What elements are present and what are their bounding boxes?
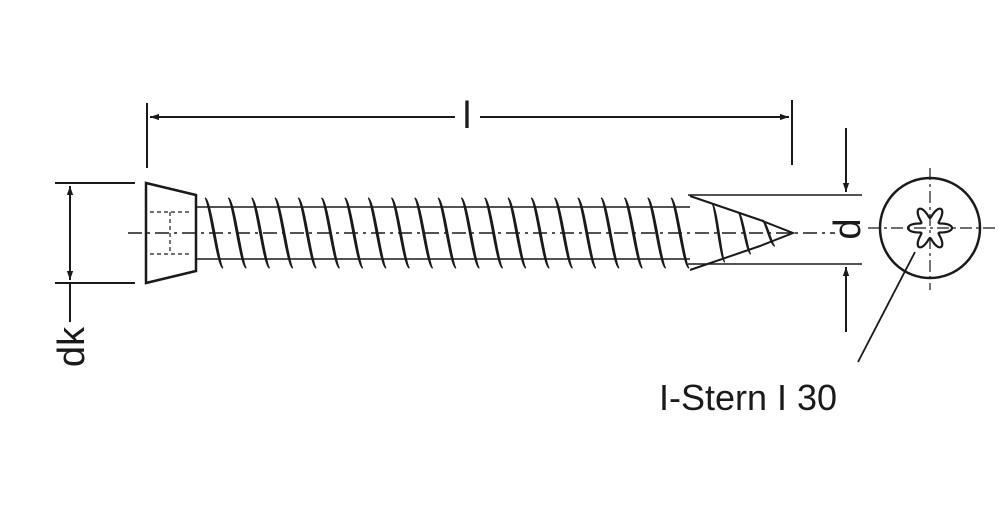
tip-thread-crests (711, 203, 776, 263)
thread-crest (390, 197, 410, 269)
thread-crest (320, 197, 341, 269)
head-diameter-dimension: dk (51, 182, 135, 367)
thread-crest (670, 197, 690, 269)
thread-crest (737, 211, 752, 255)
thread-crest (647, 197, 667, 269)
thread-crest (600, 197, 620, 269)
thread-crest (227, 197, 247, 269)
thread-crest (344, 197, 364, 269)
thread-crest (530, 197, 550, 269)
screw-tip (689, 195, 796, 271)
thread-crest (711, 203, 726, 263)
screw-head (144, 181, 198, 285)
diameter-dimension: d (688, 128, 869, 332)
d-label: d (827, 218, 869, 239)
end-view: I-Stern I 30 (659, 168, 995, 418)
thread-crest (251, 197, 271, 269)
hexalobular-star-icon (906, 207, 954, 249)
thread-crest (437, 197, 457, 269)
dk-label: dk (51, 326, 93, 367)
thread-crest (507, 197, 527, 269)
length-dimension: l (146, 95, 793, 168)
drive-label: I-Stern I 30 (659, 377, 837, 418)
thread-crest (484, 197, 504, 269)
thread-crest (553, 197, 574, 269)
thread-crest (623, 197, 643, 269)
thread-crest (367, 197, 387, 269)
thread-crest (761, 219, 776, 247)
thread-crest (274, 197, 294, 269)
thread-crest (577, 197, 597, 269)
thread-crest (414, 197, 434, 269)
thread-crest (460, 197, 480, 269)
screw-body (128, 181, 835, 285)
thread-crest (204, 197, 224, 269)
length-label: l (463, 95, 471, 137)
drive-leader-line (857, 251, 916, 363)
thread-crest (297, 197, 317, 269)
thread-crests (204, 197, 690, 269)
